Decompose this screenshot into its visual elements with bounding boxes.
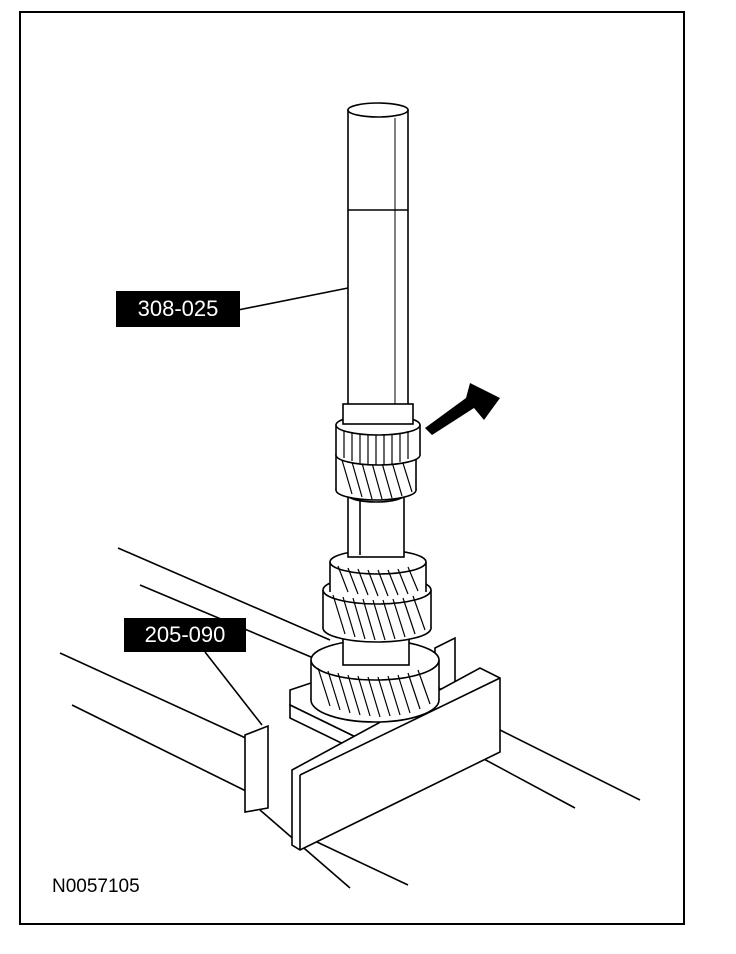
callout-308-025: 308-025: [116, 291, 240, 327]
callout-205-090: 205-090: [124, 618, 246, 652]
figure-frame: [19, 11, 685, 925]
figure-id: N0057105: [52, 876, 140, 897]
arrow-icon: [425, 383, 500, 435]
gear-assembly: [310, 414, 440, 723]
bench-rails: [59, 547, 641, 889]
leader-line-205: [204, 651, 263, 726]
leader-line-308: [237, 287, 349, 311]
installer-tool-308-025: [342, 102, 414, 425]
